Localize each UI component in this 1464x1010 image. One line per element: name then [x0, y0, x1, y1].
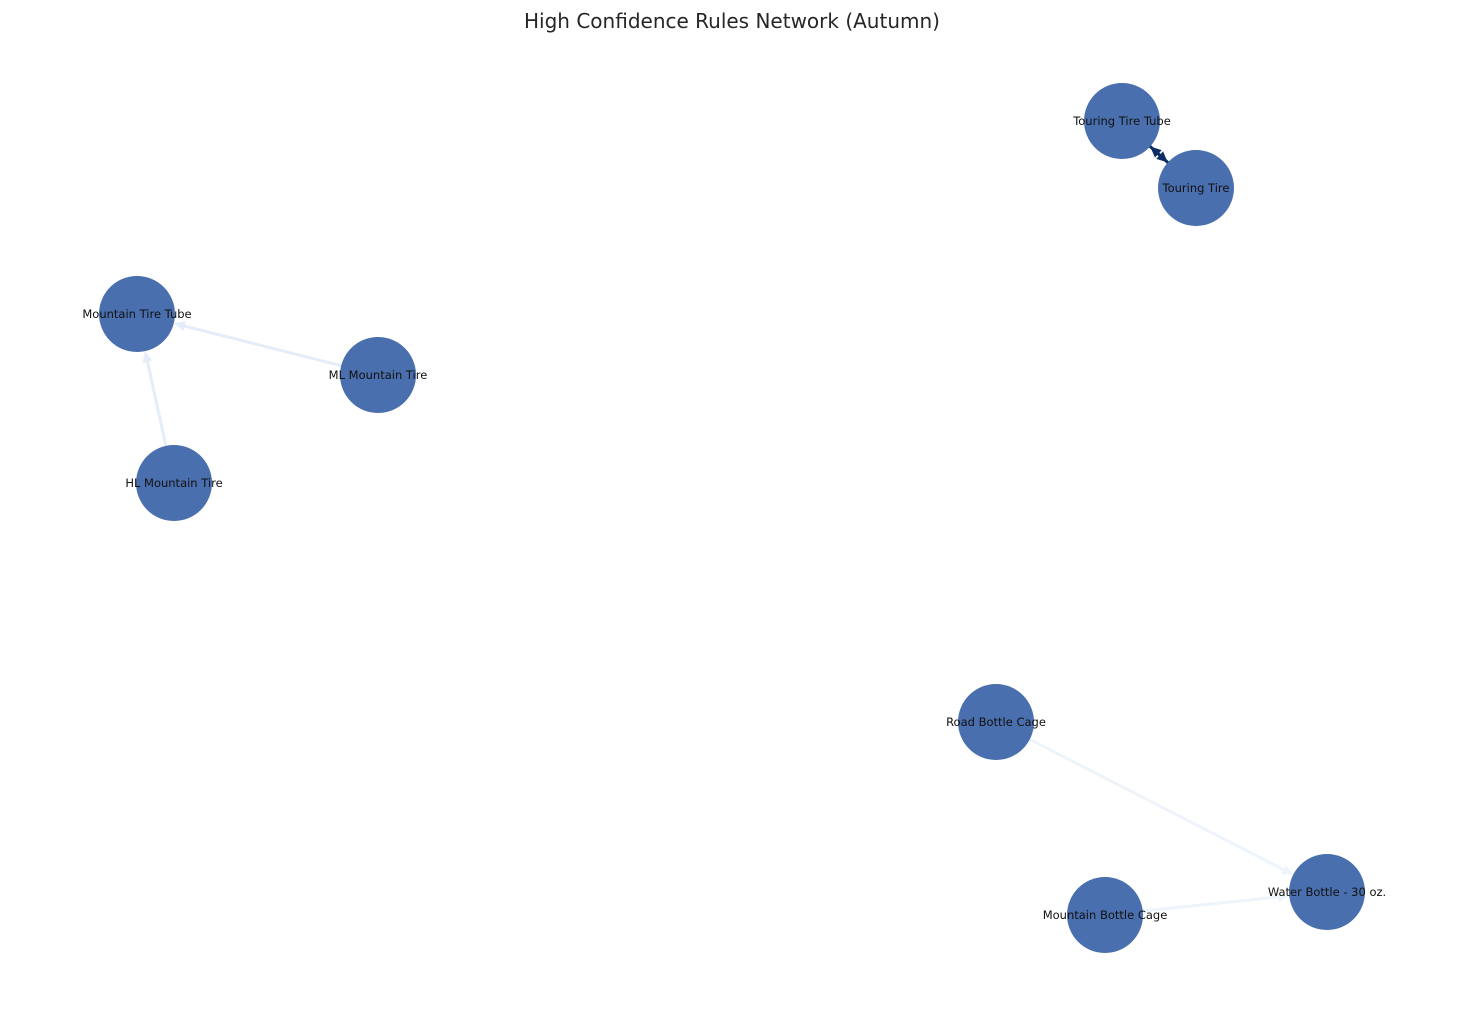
node-circle [958, 684, 1034, 760]
node-label: Water Bottle - 30 oz. [1268, 885, 1386, 899]
edge-line [1141, 895, 1280, 913]
edge-ml_mountain_tire-to-mountain_tire_tube [173, 321, 343, 368]
node-label: Road Bottle Cage [946, 715, 1046, 729]
edge-line [1148, 145, 1162, 157]
node-label: ML Mountain Tire [329, 368, 428, 382]
node-mountain-bottle-cage: Mountain Bottle Cage [1043, 877, 1168, 953]
diagram-title: High Confidence Rules Network (Autumn) [524, 9, 940, 33]
edge-touring_tire_tube-to-touring_tire [1148, 145, 1168, 163]
edge-road_bottle_cage-to-water_bottle_30oz [1028, 737, 1294, 875]
node-circle [1084, 83, 1160, 159]
node-circle [1158, 150, 1234, 226]
edge-arrowhead [1281, 865, 1294, 875]
node-label: Touring Tire [1162, 181, 1230, 195]
edge-arrowhead [1277, 892, 1290, 903]
node-touring-tire-tube: Touring Tire Tube [1072, 83, 1171, 159]
edge-arrowhead [1156, 151, 1168, 163]
node-touring-tire: Touring Tire [1158, 150, 1234, 226]
node-circle [99, 276, 175, 352]
edge-line [183, 324, 343, 368]
node-ml-mountain-tire: ML Mountain Tire [329, 337, 428, 413]
node-water-bottle-30oz: Water Bottle - 30 oz. [1268, 854, 1386, 930]
edge-arrowhead [173, 321, 186, 331]
node-label: Mountain Bottle Cage [1043, 908, 1168, 922]
node-label: HL Mountain Tire [125, 476, 222, 490]
node-circle [340, 337, 416, 413]
edges-layer [142, 145, 1294, 913]
node-road-bottle-cage: Road Bottle Cage [946, 684, 1046, 760]
node-circle [1289, 854, 1365, 930]
node-hl-mountain-tire: HL Mountain Tire [125, 445, 223, 521]
node-circle [136, 445, 212, 521]
edge-line [1028, 737, 1285, 872]
node-mountain-tire-tube: Mountain Tire Tube [82, 276, 192, 352]
node-label: Touring Tire Tube [1072, 114, 1171, 128]
node-circle [1067, 877, 1143, 953]
node-label: Mountain Tire Tube [82, 307, 191, 321]
edge-hl_mountain_tire-to-mountain_tire_tube [142, 351, 168, 448]
edge-arrowhead [142, 351, 153, 363]
edge-mountain_bottle_cage-to-water_bottle_30oz [1141, 892, 1290, 913]
edge-line [145, 360, 168, 448]
